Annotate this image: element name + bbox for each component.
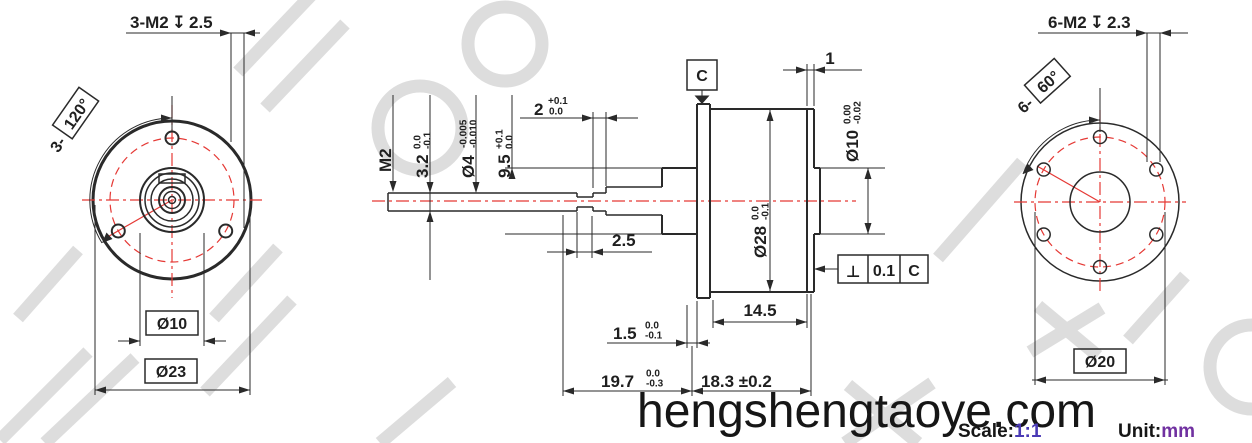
svg-text:0.0: 0.0 [505, 135, 516, 149]
svg-text:-0.1: -0.1 [645, 331, 663, 342]
rear-view-dim-lines [1022, 29, 1188, 385]
dim-body-dia: Ø28 0.0 -0.1 [751, 202, 772, 258]
svg-text:Ø10: Ø10 [843, 130, 862, 162]
side-view: M2 3.2 0.0 -0.1 Ø4 -0.005 -0.010 9.5 +0.… [372, 49, 929, 396]
svg-text:0.00: 0.00 [843, 104, 854, 124]
watermark-site-text: hengshengtaoye.com [637, 385, 1096, 438]
front-thread-callout: 3-M2↧2.5 [130, 13, 213, 33]
rear-thread-callout: 6-M2↧2.3 [1048, 13, 1131, 33]
svg-text:0.0: 0.0 [413, 135, 424, 149]
dim-rear-boss-dia: Ø10 0.00 -0.02 [843, 101, 864, 162]
dim-groove-offset: 2.5 [612, 231, 636, 250]
front-view-dim-lines [89, 29, 260, 395]
front-hub-dia: Ø10 [157, 316, 187, 333]
dim-groove-width: 2 +0.1 0.0 [534, 96, 568, 119]
svg-text:9.5: 9.5 [495, 154, 514, 178]
svg-text:1.5: 1.5 [613, 324, 637, 343]
svg-text:-0.02: -0.02 [853, 101, 864, 124]
fcf-perpendicularity: ⊥ 0.1 C [846, 262, 921, 281]
svg-text:0.0: 0.0 [549, 107, 563, 118]
front-view: 3-M2↧2.5 3- 120° Ø10 Ø23 [48, 13, 262, 395]
svg-text:2: 2 [534, 100, 543, 119]
svg-text:19.7: 19.7 [601, 372, 634, 391]
dim-body-length: 14.5 [743, 301, 776, 320]
front-view-geometry [82, 105, 262, 298]
svg-text:0.0: 0.0 [646, 369, 660, 380]
front-angle-callout: 3- 120° [48, 86, 100, 156]
svg-text:Ø28: Ø28 [751, 226, 770, 258]
svg-text:0.0: 0.0 [751, 206, 762, 220]
scale-unit-line: Scale:1:1 Unit:mm [958, 421, 1195, 442]
svg-text:3.2: 3.2 [413, 154, 432, 178]
svg-text:6-: 6- [1015, 95, 1037, 117]
svg-text:M2: M2 [376, 148, 395, 172]
dim-shaft-tip-dia: 3.2 0.0 -0.1 [413, 131, 434, 178]
rear-angle-callout: 6- 60° [1015, 57, 1072, 117]
rear-bc-dia: Ø20 [1085, 354, 1115, 371]
dim-flange-thickness: 1.5 0.0 -0.1 [613, 321, 663, 344]
svg-text:-0.1: -0.1 [423, 131, 434, 149]
svg-text:-0.3: -0.3 [646, 379, 664, 390]
scale-label: Scale: [958, 421, 1014, 442]
side-view-dim-lines [389, 59, 929, 396]
dim-hub-dia: 9.5 +0.1 0.0 [495, 129, 516, 178]
svg-text:Ø4: Ø4 [459, 155, 478, 178]
svg-text:+0.1: +0.1 [495, 129, 506, 149]
dim-overall-length: 18.3 ±0.2 [701, 372, 772, 391]
svg-text:3-: 3- [48, 134, 70, 155]
svg-text:0.1: 0.1 [873, 263, 895, 280]
datum-c-label: C [696, 68, 708, 85]
svg-text:-0.005: -0.005 [459, 119, 470, 148]
rear-view: 6-M2↧2.3 6- 60° Ø20 [1014, 13, 1188, 385]
dim-shaft-length: 19.7 0.0 -0.3 [601, 369, 664, 392]
dim-shaft-journal-dia: Ø4 -0.005 -0.010 [459, 119, 480, 178]
dim-shaft-thread: M2 [376, 148, 395, 172]
scale-value: 1:1 [1014, 421, 1042, 442]
front-od-dia: Ø23 [156, 364, 186, 381]
footer: hengshengtaoye.com Scale:1:1 Unit:mm [637, 385, 1195, 442]
svg-text:C: C [908, 263, 920, 280]
side-view-geometry [372, 103, 856, 299]
unit-label: Unit: [1118, 421, 1161, 442]
svg-text:0.0: 0.0 [645, 321, 659, 332]
svg-text:⊥: ⊥ [846, 262, 861, 281]
svg-text:+0.1: +0.1 [548, 96, 568, 107]
unit-value: mm [1161, 421, 1195, 442]
svg-text:-0.1: -0.1 [761, 202, 772, 220]
dim-rear-step: 1 [825, 49, 834, 68]
svg-text:-0.010: -0.010 [469, 119, 480, 148]
